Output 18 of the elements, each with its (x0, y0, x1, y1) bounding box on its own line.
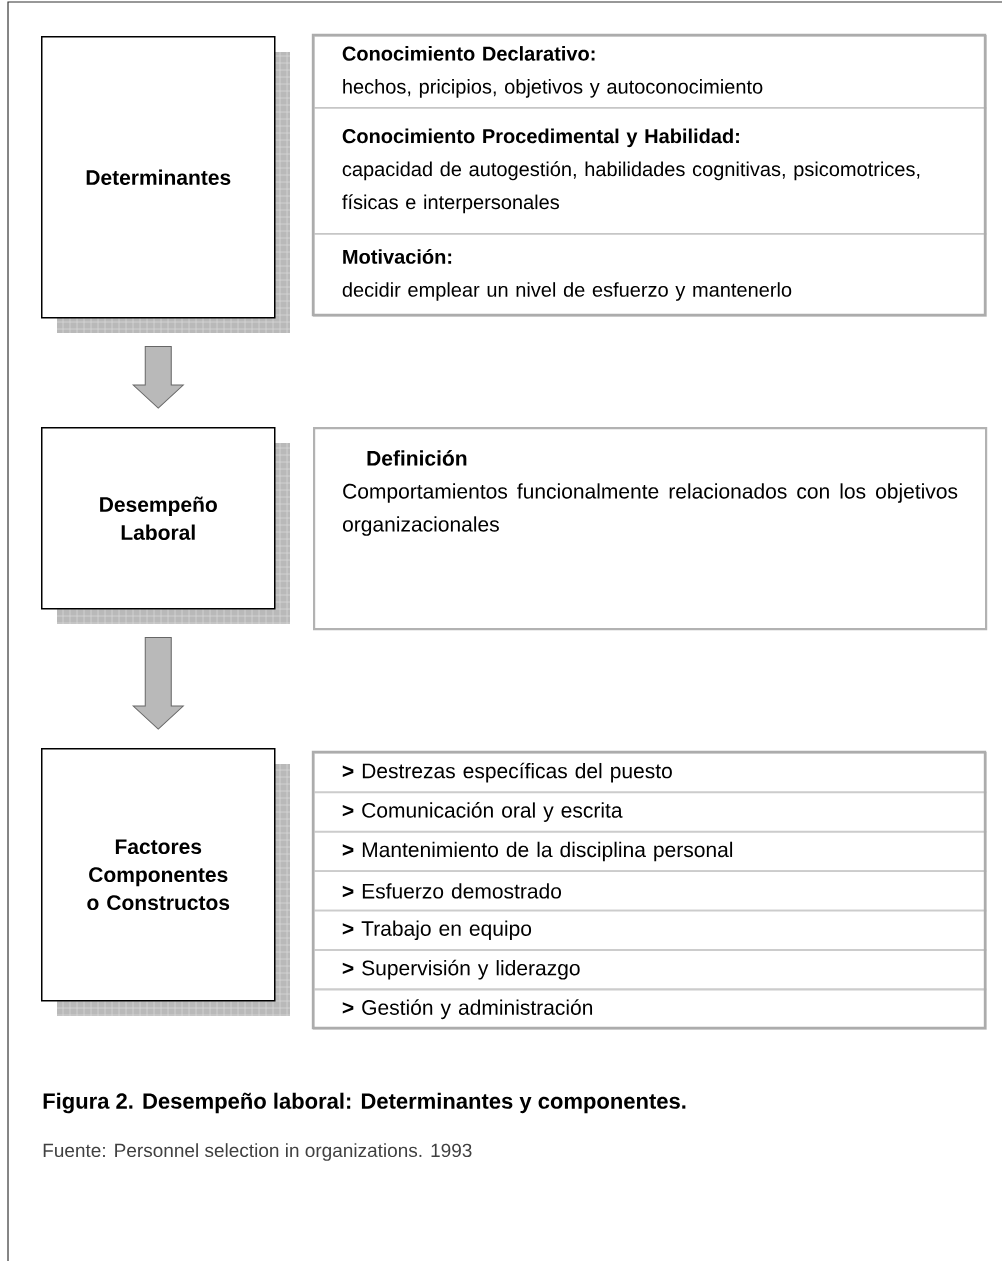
list-row: > Supervisión y liderazgo (313, 949, 987, 991)
list-row: > Gestión y administración (313, 988, 987, 1030)
table-cell: Conocimiento Procedimental y Habilidad: capacidad de autogestión, habilidades cognitivas, psicomotrices, físicas e interpersonales (313, 107, 987, 235)
block-arrow (132, 637, 184, 730)
source-note: Fuente: Personnel selection in organizations. 1993 (43, 1143, 472, 1161)
list-row: > Mantenimiento de la disciplina personal (313, 830, 987, 873)
text-box: Definición Comportamientos funcionalmente relacionados con los objetivos organizacionales (313, 427, 988, 631)
list-row: > Esfuerzo demostrado (313, 870, 987, 912)
block-arrow (132, 346, 184, 409)
list-row: > Trabajo en equipo (313, 909, 987, 951)
table-cell: Conocimiento Declarativo: hechos, pricipios, objetivos y autoconocimiento (313, 35, 987, 109)
list-row: > Destrezas específicas del puesto (313, 752, 987, 794)
figure-caption: Figura 2. Desempeño laboral: Determinantes y componentes. (43, 1092, 686, 1114)
list-row: > Comunicación oral y escrita (313, 791, 987, 833)
box: Determinantes (41, 36, 290, 333)
table-cell: Motivación: decidir emplear un nivel de esfuerzo y mantenerlo (313, 233, 987, 317)
box: Desempeño Laboral (41, 427, 290, 624)
box: Factores Componentes o Constructos (41, 748, 290, 1016)
